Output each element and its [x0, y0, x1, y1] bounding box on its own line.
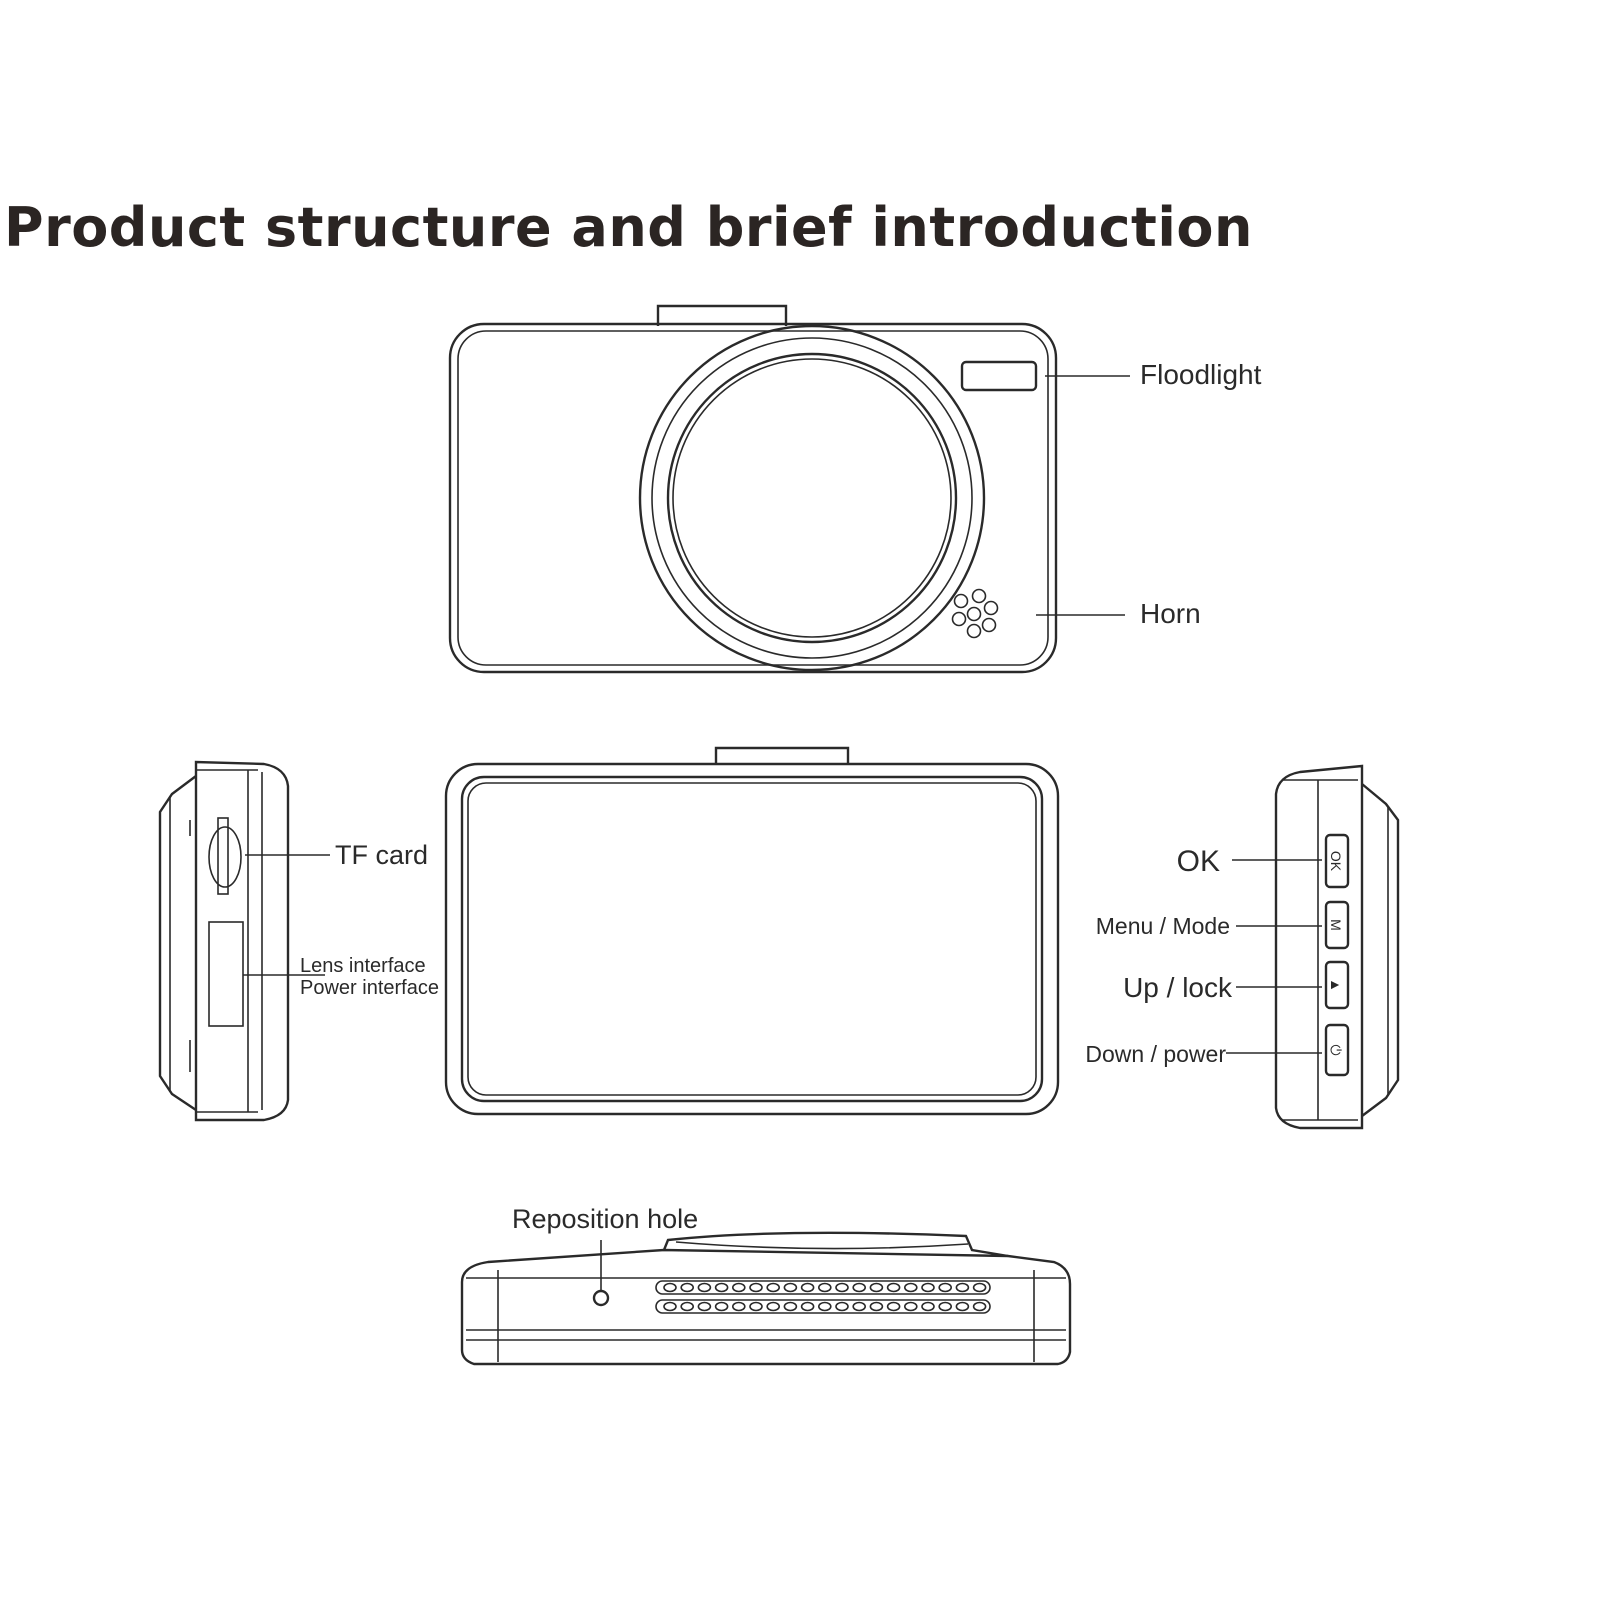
ok-label: OK	[1177, 845, 1220, 878]
up-lock-label: Up / lock	[1123, 972, 1233, 1003]
top-lens-profile	[662, 1231, 1009, 1258]
menu-mode-button-label: M	[1328, 919, 1344, 931]
vent-slot	[817, 1301, 832, 1312]
left-side-view: TF card Lens interface Power interface	[158, 760, 439, 1122]
vent-slot	[835, 1301, 849, 1312]
vent-slot	[800, 1282, 815, 1293]
vent-slot	[886, 1301, 901, 1312]
vent-slot	[697, 1282, 712, 1293]
back-body-outer	[444, 762, 1060, 1116]
vent-slot	[852, 1282, 867, 1293]
floodlight-label: Floodlight	[1140, 359, 1262, 390]
lens-interface-label: Lens interface	[300, 955, 426, 977]
right-lens-ring	[1361, 783, 1400, 1117]
vent-slot	[680, 1282, 695, 1293]
vent-slot	[869, 1282, 884, 1293]
vent-slot	[783, 1301, 798, 1312]
right-side-view: OK M ▲ ⏻ OK Menu / Mode Up / lock Down /…	[1085, 764, 1400, 1130]
front-body-inner	[457, 330, 1049, 666]
vent-slot	[749, 1282, 763, 1293]
right-body-outer	[1274, 764, 1364, 1130]
vent-slot	[800, 1301, 815, 1312]
front-body-outer	[448, 322, 1058, 674]
tf-card-slot-icon	[208, 817, 242, 895]
menu-mode-button[interactable]	[1324, 900, 1350, 950]
back-mount-tab	[714, 746, 850, 765]
screen-inner	[467, 782, 1037, 1096]
front-view: Floodlight Horn	[448, 304, 1262, 674]
vent-slot	[938, 1282, 953, 1293]
menu-mode-label: Menu / Mode	[1096, 913, 1230, 939]
lens-power-port	[208, 921, 244, 1027]
left-lens-ring	[158, 775, 197, 1111]
horn-icon	[951, 588, 999, 639]
vent-slot	[663, 1301, 677, 1312]
down-power-label: Down / power	[1085, 1041, 1226, 1067]
lens-glass	[666, 352, 958, 644]
vent-slot	[697, 1301, 712, 1312]
vent-slot	[714, 1282, 729, 1293]
vent-slot	[955, 1282, 970, 1293]
vent-slot	[938, 1301, 953, 1312]
vent-slot	[869, 1301, 884, 1312]
vent-slot	[766, 1282, 781, 1293]
back-view	[444, 746, 1060, 1116]
horn-label: Horn	[1140, 598, 1201, 629]
down-power-button[interactable]	[1324, 1023, 1350, 1077]
top-body-outer	[460, 1248, 1072, 1366]
vent-slot	[749, 1301, 763, 1312]
power-interface-label: Power interface	[300, 977, 439, 999]
vent-slot	[783, 1282, 798, 1293]
vent-slot	[663, 1282, 677, 1293]
top-view: Reposition hole	[460, 1204, 1072, 1366]
vent-slot	[921, 1282, 935, 1293]
vent-slot	[886, 1282, 901, 1293]
reposition-hole-label: Reposition hole	[512, 1204, 698, 1234]
vent-slot	[852, 1301, 867, 1312]
vent-slot	[921, 1301, 935, 1312]
vent-slot	[680, 1301, 695, 1312]
vent-slot	[903, 1301, 918, 1312]
lens-ring-outer	[638, 324, 986, 672]
page-title: Product structure and brief introduction	[4, 196, 1253, 259]
lens-ring-mid	[651, 337, 973, 659]
vent-slot	[817, 1282, 832, 1293]
vent-slot	[903, 1282, 918, 1293]
vent-slot	[955, 1301, 970, 1312]
up-lock-button-label: ▲	[1328, 978, 1344, 992]
lens-glass-inner	[672, 358, 952, 638]
ok-button-label: OK	[1328, 851, 1344, 872]
vent-slot	[731, 1301, 746, 1312]
vent-slot	[714, 1301, 729, 1312]
vent-slot	[972, 1282, 987, 1293]
vent-slot	[835, 1282, 849, 1293]
floodlight-icon	[960, 360, 1038, 392]
screen	[460, 775, 1044, 1103]
left-body-outer	[194, 760, 290, 1122]
vent-slot	[766, 1301, 781, 1312]
vent-slot	[972, 1301, 987, 1312]
down-power-button-label: ⏻	[1328, 1044, 1344, 1055]
tf-card-label: TF card	[335, 840, 428, 870]
top-vent-grille	[655, 1280, 991, 1314]
reposition-hole-icon	[592, 1289, 610, 1307]
ok-button[interactable]	[1324, 833, 1350, 889]
front-mount-tab	[656, 304, 788, 326]
up-lock-button[interactable]	[1324, 960, 1350, 1010]
vent-slot	[731, 1282, 746, 1293]
